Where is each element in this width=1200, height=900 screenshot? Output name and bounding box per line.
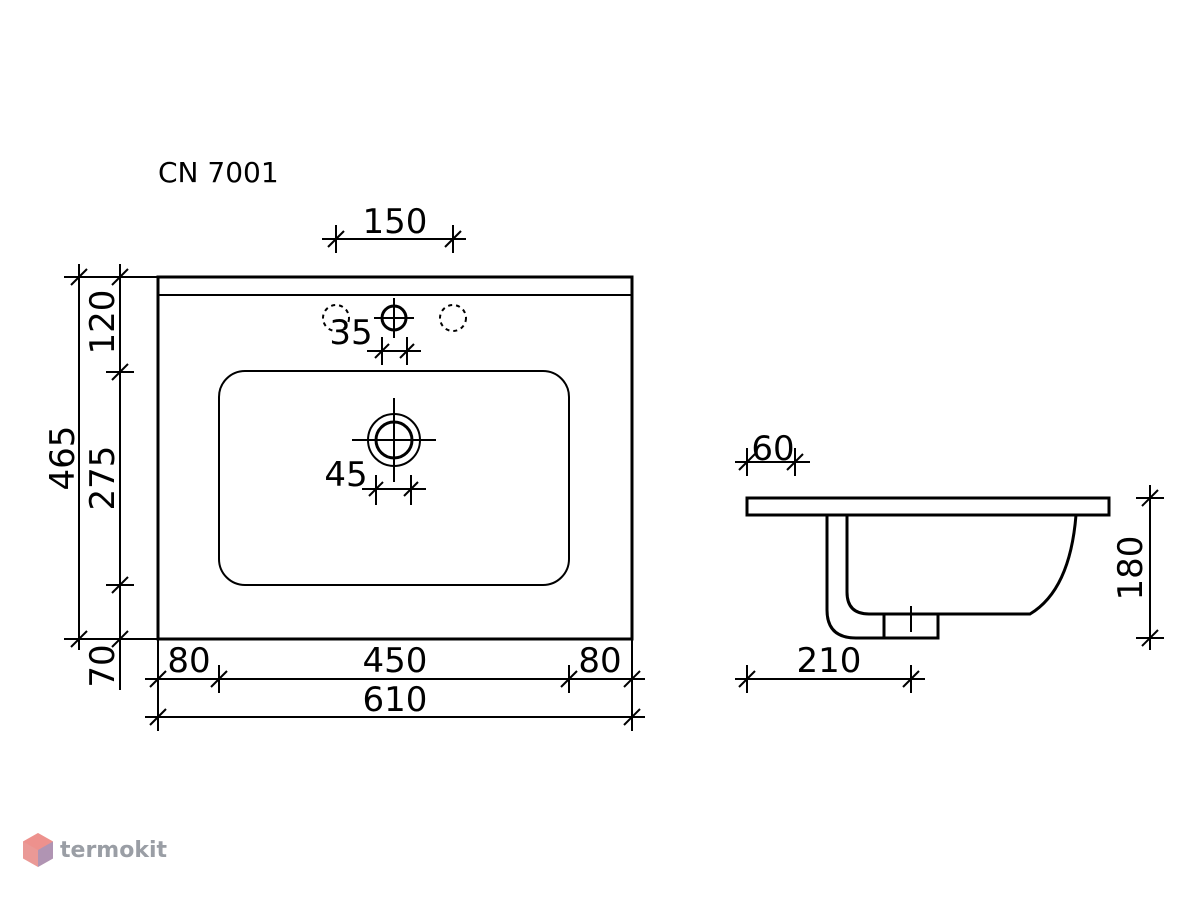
dimension-label-bowl-width: 450: [363, 641, 428, 681]
dimension-label-rim-overhang: 60: [751, 429, 794, 469]
dimension-overall-depth: 465: [43, 264, 158, 650]
brand-watermark: termokit: [22, 832, 167, 868]
dimension-label-bowl-depth: 275: [83, 446, 123, 511]
dimension-label-back-deck: 120: [83, 290, 123, 355]
bowl-outline: [218, 370, 570, 586]
dimension-label-height: 180: [1111, 536, 1151, 601]
dimension-tap-spacing: 150: [322, 202, 466, 253]
dimension-width-chain: 80 450 80: [145, 639, 645, 693]
bowl-profile-outer: [825, 514, 1078, 640]
bowl-profile-inner: [845, 515, 884, 616]
countertop-slab: [745, 496, 1111, 517]
dimension-label-front-edge: 70: [83, 644, 123, 687]
tap-hole-right-optional: [439, 304, 467, 332]
dimension-profile-depth: 210: [735, 641, 925, 693]
dimension-rim-overhang: 60: [735, 429, 810, 476]
tap-hole-left-optional: [322, 304, 350, 332]
dimension-label-tap-hole: 35: [329, 313, 372, 353]
dimension-label-overall-width: 610: [363, 680, 428, 720]
dimension-label-right-side: 80: [578, 641, 621, 681]
side-view: [745, 496, 1111, 640]
dimension-label-tap-spacing: 150: [363, 202, 428, 242]
top-view: [156, 275, 634, 641]
dimension-label-overall-depth: 465: [43, 426, 83, 491]
dimension-label-profile-depth: 210: [797, 641, 862, 681]
dimension-drain: 45: [324, 455, 426, 505]
dimension-depth-chain: 120 275 70: [83, 264, 134, 690]
brand-logo-icon: [23, 833, 53, 867]
dimension-overall-width: 610: [145, 680, 645, 731]
dimension-tap-hole: 35: [329, 313, 421, 365]
top-view-outline: [156, 275, 634, 641]
brand-name: termokit: [60, 837, 168, 863]
model-title: CN 7001: [158, 156, 279, 189]
dimension-height: 180: [1111, 485, 1164, 650]
dimension-label-drain: 45: [324, 455, 367, 495]
dimension-label-left-side: 80: [167, 641, 210, 681]
